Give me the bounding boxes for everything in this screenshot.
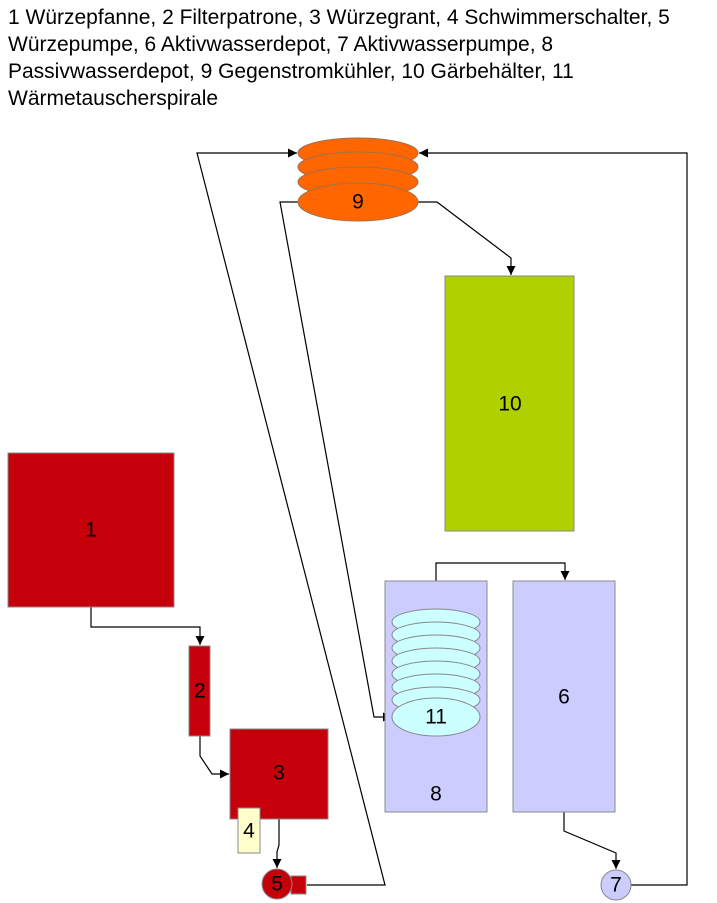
- component-wuerzegrant: 3: [229, 728, 329, 820]
- component-waermetauscherspirale: 11: [391, 608, 481, 737]
- component-label: 1: [85, 519, 97, 542]
- coil-ring: [391, 697, 481, 737]
- coil-ring: [297, 182, 419, 222]
- pipe-3-to-5: [272, 819, 282, 868]
- legend-text: 1 Würzepfanne, 2 Filterpatrone, 3 Würzeg…: [8, 6, 670, 110]
- component-gaerbehaelter: 10: [444, 275, 575, 532]
- pipe-9-to-10: [418, 201, 516, 275]
- component-label: 3: [273, 762, 285, 785]
- component-label: 8: [430, 783, 442, 806]
- component-gegenstromkuehler: 9: [297, 137, 419, 222]
- component-label: 6: [558, 686, 570, 709]
- pipe-1-to-2: [90, 607, 205, 645]
- component-label: 7: [610, 874, 622, 897]
- component-label: 9: [352, 191, 364, 214]
- component-label: 4: [243, 820, 255, 843]
- component-aktivwasserpumpe: 7: [600, 869, 632, 901]
- component-wuerzepumpe: 5: [261, 868, 307, 900]
- pipe-9-to-11: [279, 201, 392, 722]
- pipe-5-to-9: [196, 148, 386, 886]
- component-label: 5: [271, 873, 283, 896]
- component-label: 2: [194, 680, 206, 703]
- component-label: 10: [498, 393, 521, 416]
- component-aktivwasserdepot: 6: [512, 580, 616, 813]
- component-wuerzepfanne: 1: [7, 452, 175, 608]
- pipe-2-to-3: [199, 736, 229, 779]
- component-schwimmerschalter: 4: [237, 807, 261, 854]
- component-filterpatrone: 2: [188, 645, 211, 737]
- pipe-7-to-9: [419, 148, 688, 886]
- component-label: 11: [425, 706, 447, 729]
- pipe-6-to-7: [563, 812, 621, 869]
